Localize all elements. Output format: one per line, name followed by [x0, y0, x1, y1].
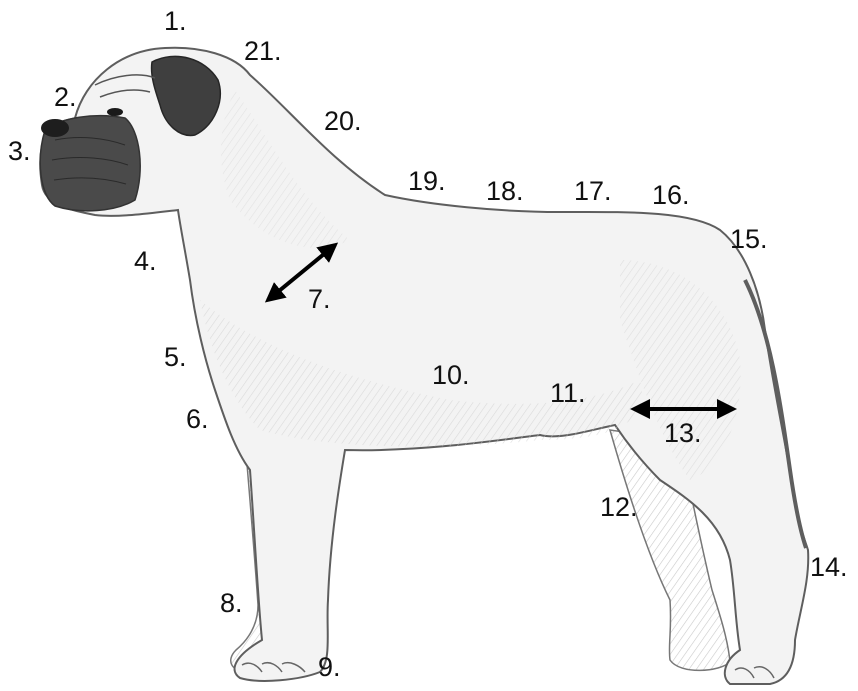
- label-13: 13.: [664, 420, 702, 447]
- label-7: 7.: [308, 286, 331, 313]
- label-6: 6.: [186, 406, 209, 433]
- label-9: 9.: [318, 654, 341, 681]
- label-21: 21.: [244, 38, 282, 65]
- label-18: 18.: [486, 178, 524, 205]
- label-5: 5.: [164, 344, 187, 371]
- label-16: 16.: [652, 182, 690, 209]
- label-2: 2.: [54, 84, 77, 111]
- label-8: 8.: [220, 590, 243, 617]
- label-3: 3.: [8, 138, 31, 165]
- label-15: 15.: [730, 226, 768, 253]
- nose: [41, 119, 69, 137]
- label-11: 11.: [550, 380, 586, 407]
- label-20: 20.: [324, 108, 362, 135]
- label-4: 4.: [134, 248, 157, 275]
- label-12: 12.: [600, 494, 638, 521]
- eye: [107, 108, 123, 116]
- label-10: 10.: [432, 362, 470, 389]
- label-14: 14.: [810, 554, 848, 581]
- label-1: 1.: [164, 8, 187, 35]
- label-19: 19.: [408, 168, 446, 195]
- label-17: 17.: [574, 178, 612, 205]
